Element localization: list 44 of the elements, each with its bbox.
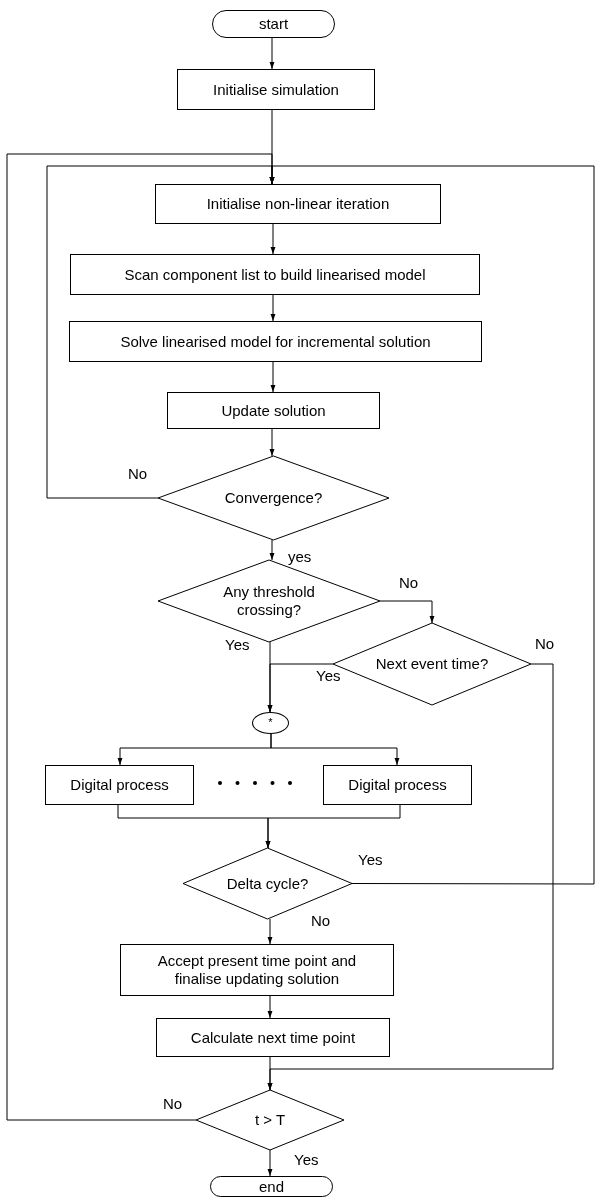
- decision-diamond: [196, 1090, 344, 1150]
- node-label: end: [259, 1177, 284, 1196]
- process-box: [167, 392, 380, 429]
- node-label: Digital process: [70, 776, 169, 794]
- node-label: Initialise simulation: [213, 80, 339, 99]
- node-label: Update solution: [221, 401, 326, 420]
- arrow: [270, 223, 276, 255]
- arrow: [265, 804, 401, 849]
- process-box: [69, 321, 482, 362]
- node-label: Any threshold crossing?: [222, 583, 316, 619]
- node-label: Digital process: [348, 776, 447, 794]
- process-box: [45, 765, 194, 805]
- process-box: [70, 254, 480, 295]
- arrow: [46, 165, 275, 499]
- process-box: [323, 765, 472, 805]
- arrow: [6, 153, 275, 1121]
- arrow: [379, 600, 435, 624]
- arrow: [267, 995, 273, 1019]
- arrow: [270, 294, 276, 322]
- arrow: [269, 539, 275, 561]
- arrow: [269, 37, 275, 70]
- process-box: [155, 184, 441, 224]
- arrow: [267, 918, 273, 945]
- node-label: Convergence?: [224, 489, 323, 507]
- process-box: [120, 944, 394, 996]
- node-label: Accept present time point and finalise updating solution: [156, 952, 358, 988]
- node-label: Delta cycle?: [226, 874, 309, 893]
- node-label: *: [268, 716, 273, 730]
- node-label: Solve linearised model for incremental solution: [120, 332, 431, 351]
- node-label: Initialise non-linear iteration: [206, 195, 390, 213]
- arrow: [270, 361, 276, 393]
- node-label: Calculate next time point: [190, 1028, 356, 1047]
- arrow: [267, 1149, 273, 1177]
- arrow: [270, 733, 400, 766]
- arrow: [269, 428, 275, 457]
- process-box: [156, 1018, 390, 1057]
- node-label: Scan component list to build linearised model: [124, 265, 426, 284]
- node-label: start: [258, 15, 289, 33]
- decision-diamond: [158, 456, 389, 540]
- process-box: [177, 69, 375, 110]
- arrow: [267, 1056, 273, 1091]
- arrow: [267, 663, 334, 713]
- node-label: t > T: [254, 1111, 286, 1129]
- node-label: Next event time?: [375, 655, 489, 673]
